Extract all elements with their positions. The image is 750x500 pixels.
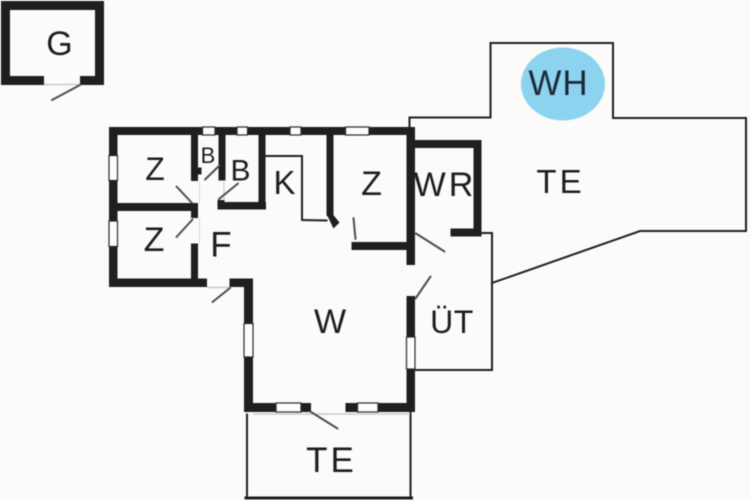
svg-text:WR: WR bbox=[414, 166, 477, 204]
svg-text:TE: TE bbox=[536, 163, 584, 200]
svg-text:K: K bbox=[273, 164, 295, 201]
svg-text:G: G bbox=[46, 25, 72, 63]
svg-text:ÜT: ÜT bbox=[430, 304, 474, 340]
svg-text:Z: Z bbox=[144, 221, 165, 259]
svg-text:W: W bbox=[314, 303, 346, 341]
svg-text:Z: Z bbox=[145, 151, 165, 187]
svg-text:WH: WH bbox=[528, 64, 588, 103]
svg-text:B: B bbox=[230, 155, 250, 188]
svg-text:TE: TE bbox=[306, 441, 357, 480]
svg-text:B: B bbox=[201, 143, 216, 168]
svg-text:F: F bbox=[210, 226, 231, 265]
svg-text:Z: Z bbox=[361, 165, 382, 203]
